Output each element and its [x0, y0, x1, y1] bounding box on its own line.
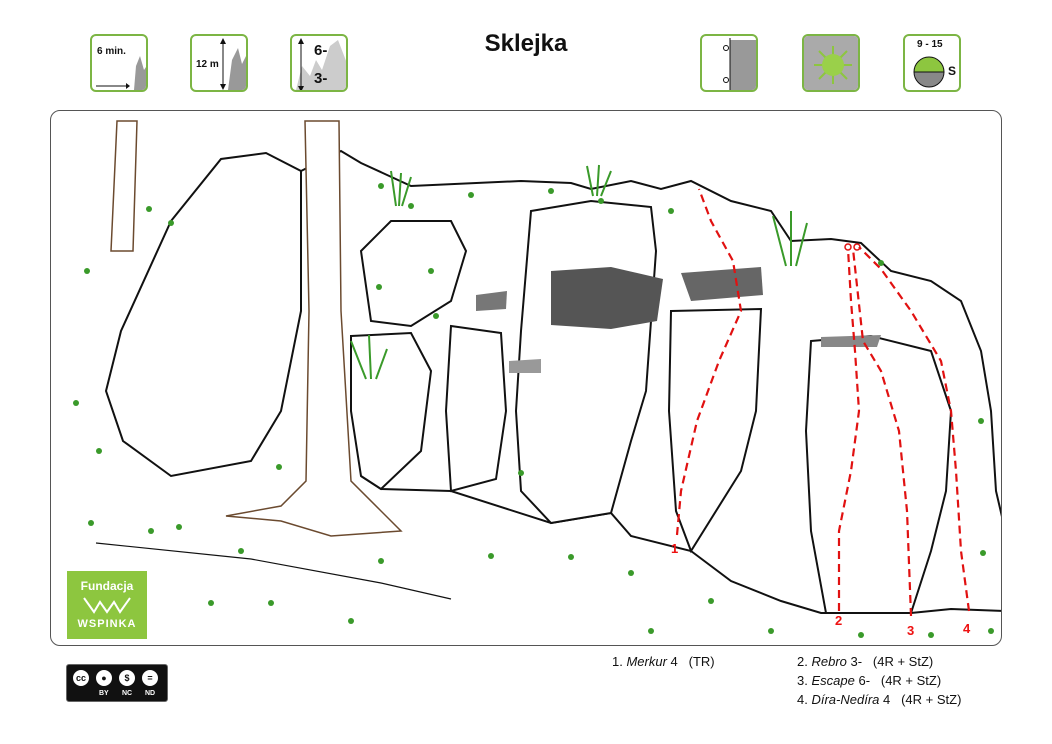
- exposure-direction: S: [948, 64, 957, 78]
- route-3-number: 3: [907, 623, 915, 638]
- page-title: Sklejka: [484, 30, 568, 57]
- height-badge: 12 m: [190, 34, 248, 92]
- route-2-number: 2: [835, 613, 843, 628]
- sun-badge: [802, 34, 860, 92]
- grade-badge: 6- 3-: [290, 34, 348, 92]
- tree-trunk: [225, 120, 403, 537]
- approach-badge: 6 min.: [90, 34, 148, 92]
- sun-icon: [804, 36, 858, 90]
- route-2-prefix: 2.: [797, 654, 808, 669]
- cc-license-badge[interactable]: cc ● $ = BY NC ND: [66, 664, 168, 702]
- route-legend-3: 3. Escape 6- (4R + StZ): [797, 673, 941, 689]
- route-4-protection: (4R + StZ): [901, 692, 962, 707]
- mountain-logo-icon: [83, 597, 131, 614]
- route-1-prefix: 1.: [612, 654, 623, 669]
- route-2-protection: (4R + StZ): [872, 654, 934, 669]
- fundacja-wspinka-logo: Fundacja WSPINKA: [67, 571, 147, 639]
- noncommercial-icon: $: [117, 668, 137, 688]
- route-3-grade: 6-: [858, 673, 871, 688]
- route-3-prefix: 3.: [797, 673, 808, 688]
- route-legend-1: 1. Merkur 4 (TR): [612, 654, 715, 670]
- tree-trunk: [110, 120, 138, 252]
- approach-icon: [96, 56, 146, 90]
- route-1-name: Merkur: [626, 654, 667, 669]
- wall-height-icon: [220, 38, 246, 90]
- route-4-prefix: 4.: [797, 692, 808, 707]
- rock-topo-illustration: [73, 120, 1001, 638]
- route-3-protection: (4R + StZ): [880, 673, 942, 688]
- overhang-shadow: [509, 359, 541, 373]
- ground-line: [95, 542, 452, 600]
- route-4-grade: 4: [883, 692, 891, 707]
- route-4-line: [858, 246, 971, 612]
- overhang-shadow: [476, 291, 507, 311]
- route-2-line: [837, 248, 861, 611]
- route-1-protection: (TR): [688, 654, 715, 669]
- attribution-icon: ●: [94, 668, 114, 688]
- left-boulder: [104, 151, 302, 478]
- license-nc: NC: [122, 690, 133, 697]
- route-legend-2: 2. Rebro 3- (4R + StZ): [797, 654, 933, 670]
- route-2-name: Rebro: [811, 654, 847, 669]
- route-1-grade: 4: [670, 654, 678, 669]
- cc-icon: cc: [71, 668, 91, 688]
- route-3-name: Escape: [811, 673, 855, 688]
- approach-time: 6 min.: [97, 46, 126, 57]
- route-2-grade: 3-: [850, 654, 863, 669]
- overhang-shadow: [681, 267, 763, 301]
- overhang-shadow: [551, 267, 663, 329]
- route-4-number: 4: [963, 621, 971, 636]
- license-by: BY: [99, 690, 109, 697]
- bolt-badge: [700, 34, 758, 92]
- grass-tufts: [73, 183, 994, 638]
- route-4-name: Díra-Nedíra: [811, 692, 880, 707]
- overhang-shadow: [821, 335, 881, 347]
- anchor-rings: [844, 243, 861, 251]
- bolt-icon: [723, 38, 756, 90]
- noderivatives-icon: =: [140, 668, 160, 688]
- topo-drawing: Fundacja WSPINKA 1 2 3 4: [50, 110, 1002, 646]
- logo-line2: WSPINKA: [77, 618, 137, 630]
- route-legend-4: 4. Díra-Nedíra 4 (4R + StZ): [797, 692, 961, 708]
- compass-orientation-icon: [913, 56, 945, 88]
- sun-hours-badge: 9 - 15 S: [903, 34, 961, 92]
- grade-range-icon: [296, 38, 346, 90]
- wall-height: 12 m: [196, 59, 219, 70]
- route-1-number: 1: [671, 541, 679, 556]
- route-1-line: [675, 188, 743, 536]
- grade-min: 3-: [314, 70, 328, 87]
- route-lines: [675, 188, 971, 617]
- sun-hours: 9 - 15: [917, 39, 943, 50]
- logo-line1: Fundacja: [80, 579, 134, 593]
- grade-max: 6-: [314, 42, 328, 59]
- license-nd: ND: [145, 690, 156, 697]
- grass-clumps: [350, 164, 808, 380]
